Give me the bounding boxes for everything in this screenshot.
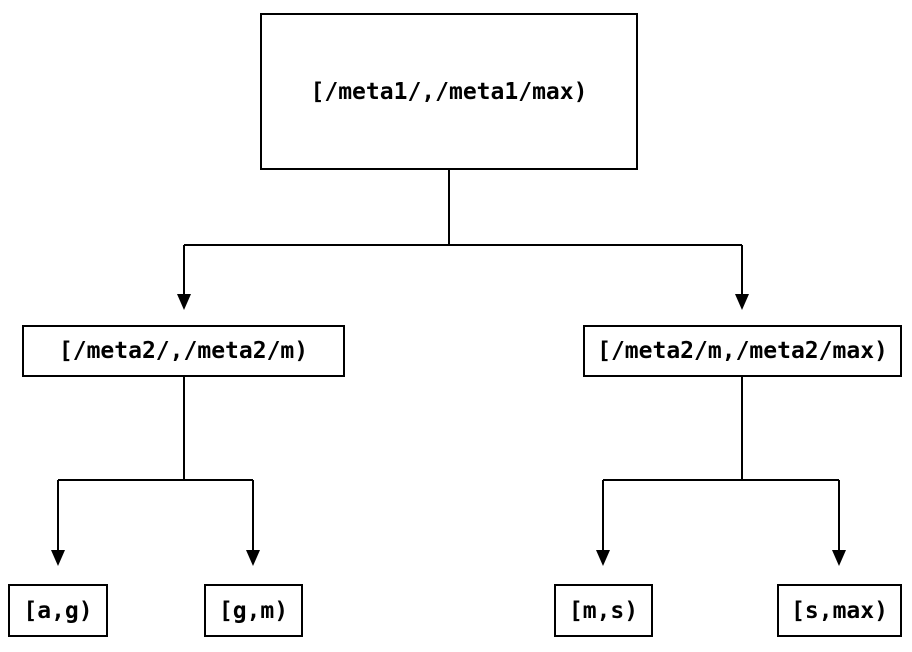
arrowhead-left-child-icon — [177, 294, 191, 310]
node-right-child-interval: [/meta2/m,/meta2/max) — [583, 325, 902, 377]
arrowhead-leaf-1-icon — [51, 550, 65, 566]
arrowhead-leaf-2-icon — [246, 550, 260, 566]
node-leaf-interval-ms: [m,s) — [554, 584, 653, 637]
node-root-interval: [/meta1/,/meta1/max) — [260, 13, 638, 170]
arrowhead-right-child-icon — [735, 294, 749, 310]
arrowhead-leaf-4-icon — [832, 550, 846, 566]
node-leaf-interval-ag: [a,g) — [8, 584, 108, 637]
arrowhead-leaf-3-icon — [596, 550, 610, 566]
node-leaf-interval-gm: [g,m) — [204, 584, 303, 637]
node-left-child-interval: [/meta2/,/meta2/m) — [22, 325, 345, 377]
node-leaf-interval-smax: [s,max) — [777, 584, 902, 637]
